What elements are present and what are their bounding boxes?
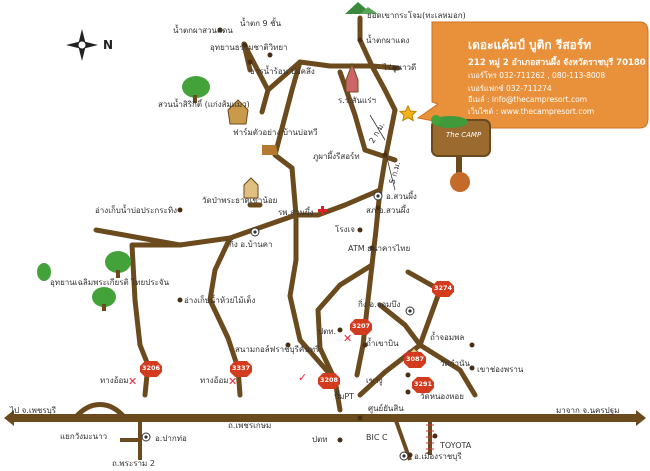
highway-shield-3337: 3337 xyxy=(230,361,252,377)
label-sawai: เขางู xyxy=(366,376,383,385)
highway-shield-3291: 3291 xyxy=(412,377,434,393)
label-road-phraram2: ถ.พระราม 2 xyxy=(112,459,155,468)
camp-sign-text: The CAMP xyxy=(446,131,482,139)
x-mark-icon: ✕ xyxy=(343,332,353,345)
tree-icons xyxy=(37,76,441,311)
label-royal-park: อุทยานเฉลิมพระเกียรติ ไทยประจัน xyxy=(50,278,170,287)
label-road-petchkasem: ถ.เพชรเกษม xyxy=(228,421,272,430)
label-koh-ya-2: ทางอ้อม xyxy=(200,376,229,385)
label-reservoir2: อ่างเก็บน้ำห้วยไม้เต็ง xyxy=(184,296,256,305)
label-farm: ฟาร์มตัวอย่าง บ้านบ่อหวี xyxy=(233,128,318,137)
label-chan-kong: กิ่ง อ.จอมบึง xyxy=(358,300,401,309)
label-natl-park: อุทยานธรรมชาติวิทยา xyxy=(210,43,288,52)
label-phachanthong: น้ำตกผาแดง xyxy=(366,36,410,45)
label-wat: วัดป่าพระธาตุเขาน้อย xyxy=(202,196,278,205)
mountain-icon xyxy=(360,7,378,14)
highway-shield-3206: 3206 xyxy=(140,361,162,377)
label-reservoir: อ่างเก็บน้ำบ่อประกระทิง xyxy=(95,206,177,215)
label-bic-c: BIC C xyxy=(366,433,388,442)
label-to-bangkok: มาจาก จ.นครปฐม xyxy=(556,406,620,415)
x-mark-icon: ✕ xyxy=(228,375,238,388)
label-hospital-area: ร.ร.สันแร่ฯ xyxy=(338,96,376,105)
place-dots xyxy=(177,27,475,458)
label-cave: ถ้ำจอมพล xyxy=(430,333,465,342)
highway-shield-3087: 3087 xyxy=(404,352,426,368)
distance-bracket-2km xyxy=(369,114,386,141)
label-wat-khaochongphran: เขาช่องพราน xyxy=(477,365,524,374)
resort-fax: เบอร์แฟกซ์ 032-711274 xyxy=(468,84,552,93)
label-branch-office: กิ่ง อ.บ้านคา xyxy=(229,240,273,249)
label-ratchaburi: อ.เมืองราชบุรี xyxy=(414,452,462,461)
label-suanphueng-park: สวนน้ำสิริกิติ์ (แก่งส้มแมว) xyxy=(158,100,250,109)
label-district-office: อ.สวนผึ้ง xyxy=(386,192,417,201)
x-mark-icon: ✕ xyxy=(128,375,138,388)
label-police: สภ.อ.สวนผึ้ง xyxy=(366,206,410,215)
label-toyota: TOYOTA xyxy=(440,441,472,450)
label-pt: ปั๊มPT xyxy=(334,392,355,401)
camp-sign-icon xyxy=(431,116,491,192)
info-callout xyxy=(416,21,649,129)
label-phuphaya: ภูผาผึ้งรีสอร์ท xyxy=(313,152,360,161)
compass-icon xyxy=(66,29,98,61)
star-icons xyxy=(141,104,418,461)
label-golf: สนามกอล์ฟราชบุรีคันทรี xyxy=(235,345,320,354)
label-mountain-top: ยอดเขากระโจม(ทะเลหมอก) xyxy=(367,11,466,20)
label-hospital: รพ.สวนผึ้ง xyxy=(278,208,314,217)
label-wat-kamnan: วัดกำนัน xyxy=(440,359,470,368)
compass-north-label: N xyxy=(103,38,114,52)
label-koh-ya: ทางอ้อม xyxy=(100,376,129,385)
resort-website[interactable]: เว็บไซต์ : www.thecampresort.com xyxy=(468,107,595,116)
resort-title: เดอะแค้มป์ บูติก รีสอร์ท xyxy=(468,38,592,52)
resort-phone: เบอร์โทร 032-711262 , 080-113-8008 xyxy=(468,71,606,80)
label-phuluangwan: ไร่ภูนาวดี xyxy=(383,63,417,72)
label-ptt2: ปตท xyxy=(312,435,328,444)
highway-shield-3208: 3208 xyxy=(318,373,340,389)
railway-ties xyxy=(426,424,434,450)
highway-shield-3207: 3207 xyxy=(350,319,372,335)
label-school: โรงเจ xyxy=(335,225,355,234)
label-yaek: แยกวังมะนาว xyxy=(60,432,108,441)
label-pak-tho: อ.ปากท่อ xyxy=(155,434,187,443)
label-khao-bin: ถ้ำเขาบิน xyxy=(366,339,399,348)
label-hot-spring: ธารน้ำร้อน บ่อคลึง xyxy=(250,67,315,76)
arrow-right-icon xyxy=(636,410,646,426)
label-atm: ATM ธนาคารไทย xyxy=(348,244,411,253)
label-to-phetchaburi: ไป จ.เพชรบุรี xyxy=(10,406,56,415)
label-center: ศูนย์ยันสิน xyxy=(368,404,404,413)
arrow-left-icon xyxy=(4,410,14,426)
junction-loop xyxy=(73,402,127,420)
resort-address: 212 หมู่ 2 อำเภอสวนผึ้ง จังหวัดราชบุรี 7… xyxy=(468,58,646,68)
hospital-icon xyxy=(318,206,327,215)
label-pattaya: ปตท. xyxy=(318,327,337,336)
highway-shield-3274: 3274 xyxy=(432,281,454,297)
resort-email[interactable]: อีเมล์ : info@thecampresort.com xyxy=(468,95,588,104)
road-network xyxy=(93,15,478,413)
check-mark-icon: ✓ xyxy=(402,347,412,360)
road-to-ratchaburi xyxy=(393,417,412,461)
cow-icon xyxy=(262,145,278,155)
label-nong-hoi: วัดหนองหอย xyxy=(420,392,464,401)
label-kaeng-sodaeng: น้ำตกผาสวนแดน xyxy=(173,26,233,35)
check-mark-icon: ✓ xyxy=(298,371,308,384)
label-waterfall-9: น้ำตก 9 ชั้น xyxy=(240,19,282,28)
